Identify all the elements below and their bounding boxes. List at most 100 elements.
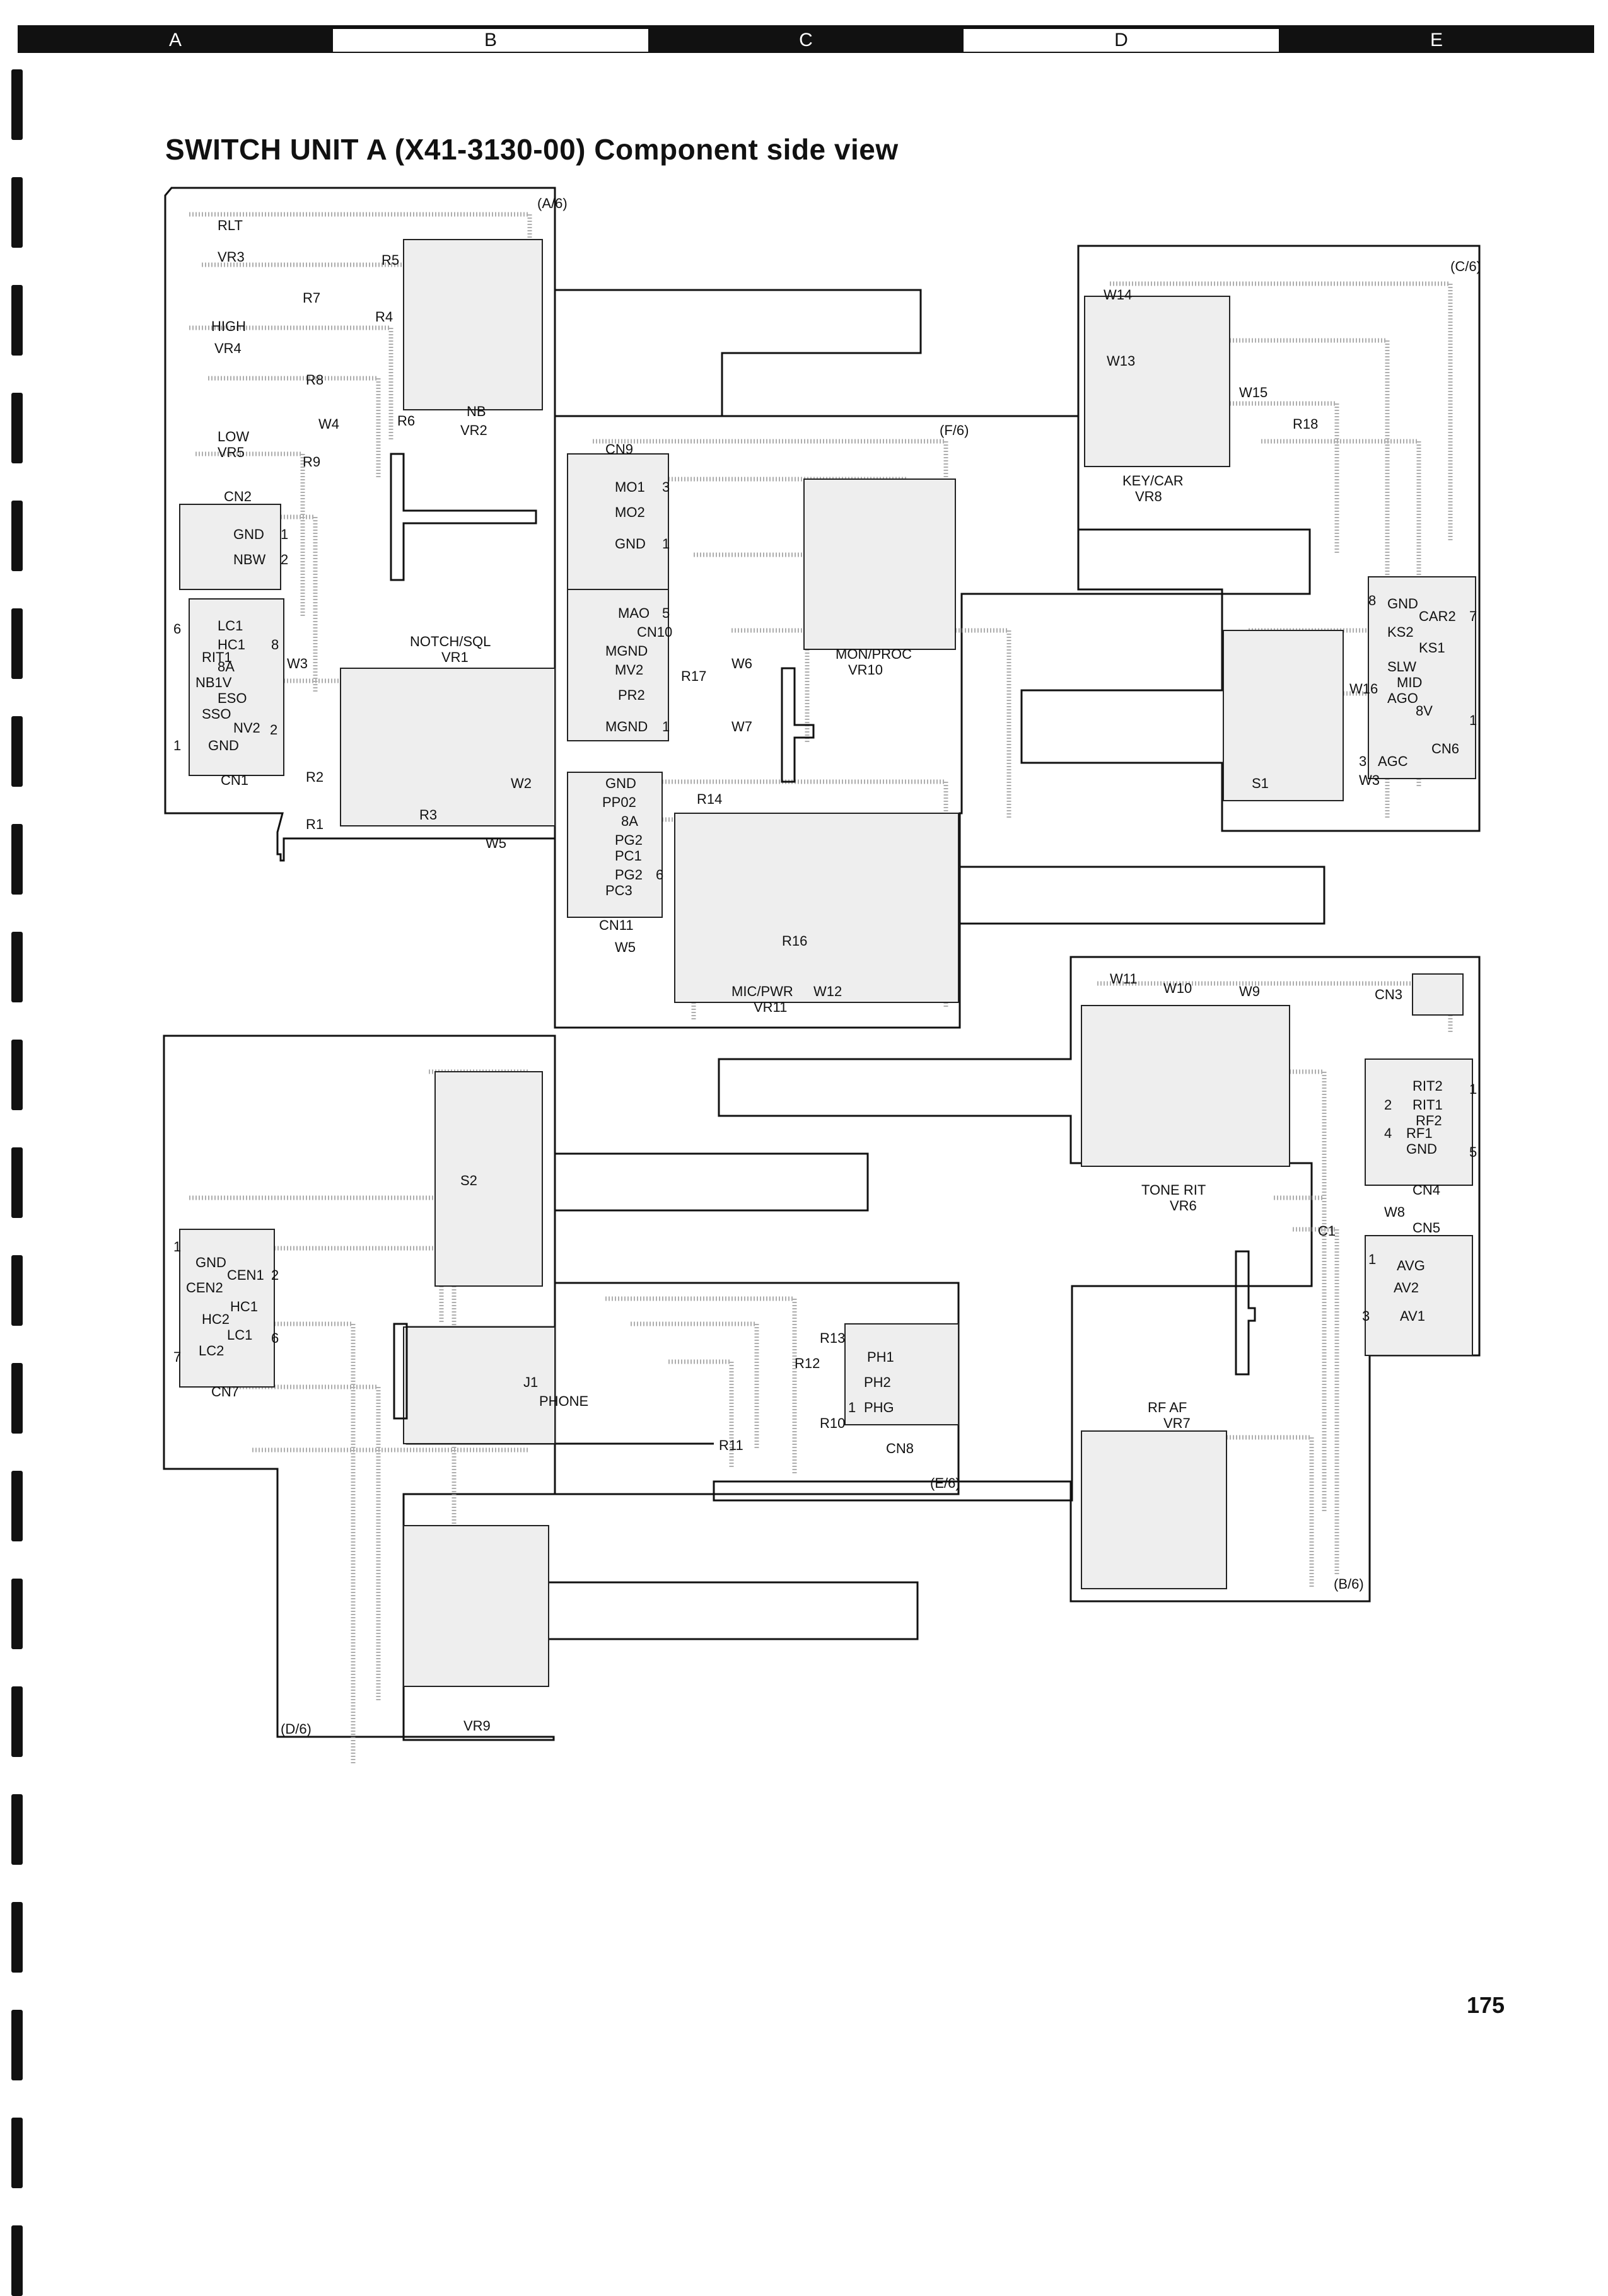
- label-c6: (C/6): [1450, 258, 1481, 274]
- label-vr3: VR3: [218, 249, 245, 265]
- label-e6: (E/6): [930, 1475, 960, 1491]
- t-slot-4: [393, 1323, 408, 1420]
- label-pg2b: PG2: [615, 867, 643, 883]
- vr2-footprint: [403, 239, 543, 410]
- label-vr10: VR10: [848, 662, 883, 678]
- label-vr11: VR11: [754, 999, 787, 1015]
- label-vr5: VR5: [218, 444, 245, 460]
- label-r11: R11: [719, 1437, 743, 1453]
- page-number: 175: [1467, 1992, 1505, 2018]
- label-phone: PHONE: [539, 1393, 588, 1409]
- label-v8: 8V: [1416, 703, 1433, 719]
- label-av2: AV2: [1394, 1280, 1419, 1296]
- binding-mark: [11, 2225, 23, 2296]
- label-cn7-gnd: GND: [195, 1255, 226, 1270]
- label-cn2-pin2: 2: [281, 552, 288, 567]
- label-nb: NB: [467, 403, 486, 419]
- label-r10: R10: [820, 1415, 845, 1431]
- t-slot-1: [390, 453, 537, 581]
- label-r4: R4: [375, 309, 393, 325]
- binding-mark: [11, 1794, 23, 1865]
- label-cn11-pin6: 6: [656, 867, 663, 883]
- label-mao: MAO: [618, 605, 650, 621]
- binding-mark: [11, 1255, 23, 1326]
- label-w16: W16: [1349, 681, 1378, 697]
- cn5-footprint: [1365, 1235, 1473, 1356]
- cn6-footprint: [1368, 576, 1476, 779]
- label-ks2: KS2: [1387, 624, 1414, 640]
- binding-mark: [11, 2118, 23, 2188]
- vr6-footprint: [1081, 1005, 1290, 1167]
- binding-mark: [11, 1686, 23, 1757]
- label-s1: S1: [1252, 775, 1269, 791]
- binding-mark: [11, 1363, 23, 1434]
- binding-mark: [11, 177, 23, 248]
- cn7-footprint: [179, 1229, 275, 1388]
- cn2-footprint: [179, 504, 281, 590]
- label-w4: W4: [318, 416, 339, 432]
- label-vr1: VR1: [441, 649, 469, 665]
- pcb-f-outline: [554, 415, 1311, 1029]
- t-slot-3: [1235, 1250, 1256, 1376]
- binding-mark: [11, 608, 23, 679]
- label-cn6-pin3: 3: [1359, 753, 1366, 769]
- label-d6: (D/6): [281, 1721, 312, 1737]
- label-vr4: VR4: [214, 340, 242, 356]
- label-mic-pwr: MIC/PWR: [731, 983, 793, 999]
- label-cn6-pin1: 1: [1469, 712, 1477, 728]
- label-cen2: CEN2: [186, 1280, 223, 1296]
- label-cn1: CN1: [221, 772, 248, 788]
- zone-a: A: [18, 29, 333, 52]
- label-cn4: CN4: [1413, 1182, 1440, 1198]
- label-rf1: RF1: [1406, 1125, 1433, 1141]
- label-cn1-pin6: 6: [173, 621, 181, 637]
- cn3-footprint: [1412, 973, 1464, 1016]
- label-hc1b: HC1: [230, 1299, 258, 1314]
- label-cn4-pin1: 1: [1469, 1081, 1477, 1097]
- label-cn4-gnd: GND: [1406, 1141, 1437, 1157]
- binding-mark: [11, 1040, 23, 1110]
- label-cn2-gnd: GND: [233, 526, 264, 542]
- label-ph2: PH2: [864, 1374, 891, 1390]
- cn11-footprint: [567, 772, 663, 918]
- cn10-footprint: [567, 589, 669, 741]
- label-r6: R6: [397, 413, 415, 429]
- label-a6: (A/6): [537, 195, 568, 211]
- cn1-footprint: [189, 598, 284, 776]
- binding-mark: [11, 1147, 23, 1218]
- label-cn2-nbw: NBW: [233, 552, 266, 567]
- label-r3: R3: [419, 807, 437, 823]
- label-r1: R1: [306, 816, 323, 832]
- label-agc: AGC: [1378, 753, 1408, 769]
- label-w10: W10: [1163, 980, 1192, 996]
- cn8-footprint: [844, 1323, 959, 1425]
- binding-mark: [11, 69, 23, 140]
- vr1-footprint: [340, 668, 556, 826]
- label-mgnd2: MGND: [605, 719, 648, 734]
- label-cn11-gnd: GND: [605, 775, 636, 791]
- binding-mark: [11, 932, 23, 1002]
- zone-b: B: [484, 30, 497, 50]
- label-cn4-pin5: 5: [1469, 1144, 1477, 1160]
- label-cn5-pin3: 3: [1362, 1308, 1370, 1324]
- label-cn1-pin8: 8: [271, 637, 279, 652]
- binding-mark: [11, 1579, 23, 1649]
- label-cn4-pin4: 4: [1384, 1125, 1392, 1141]
- label-cn7-pin6: 6: [271, 1330, 279, 1346]
- label-cn9-pin1: 1: [662, 536, 670, 552]
- label-rit1b: RIT1: [1413, 1097, 1443, 1113]
- label-w9: W9: [1239, 983, 1260, 999]
- label-w12: W12: [813, 983, 842, 999]
- label-cn7-pin7: 7: [173, 1349, 181, 1365]
- pcb-c-outline: [1020, 245, 1481, 832]
- label-hc1: HC1: [218, 637, 245, 652]
- label-pc1: PC1: [615, 848, 642, 864]
- label-cn10-pin5: 5: [662, 605, 670, 621]
- binding-mark: [11, 501, 23, 571]
- label-cn7-pin2: 2: [271, 1267, 279, 1283]
- label-vr6: VR6: [1170, 1198, 1197, 1214]
- label-cn6-gnd: GND: [1387, 596, 1418, 612]
- label-r16: R16: [782, 933, 807, 949]
- s2-footprint: [434, 1071, 543, 1287]
- label-w3b: W3: [1359, 772, 1380, 788]
